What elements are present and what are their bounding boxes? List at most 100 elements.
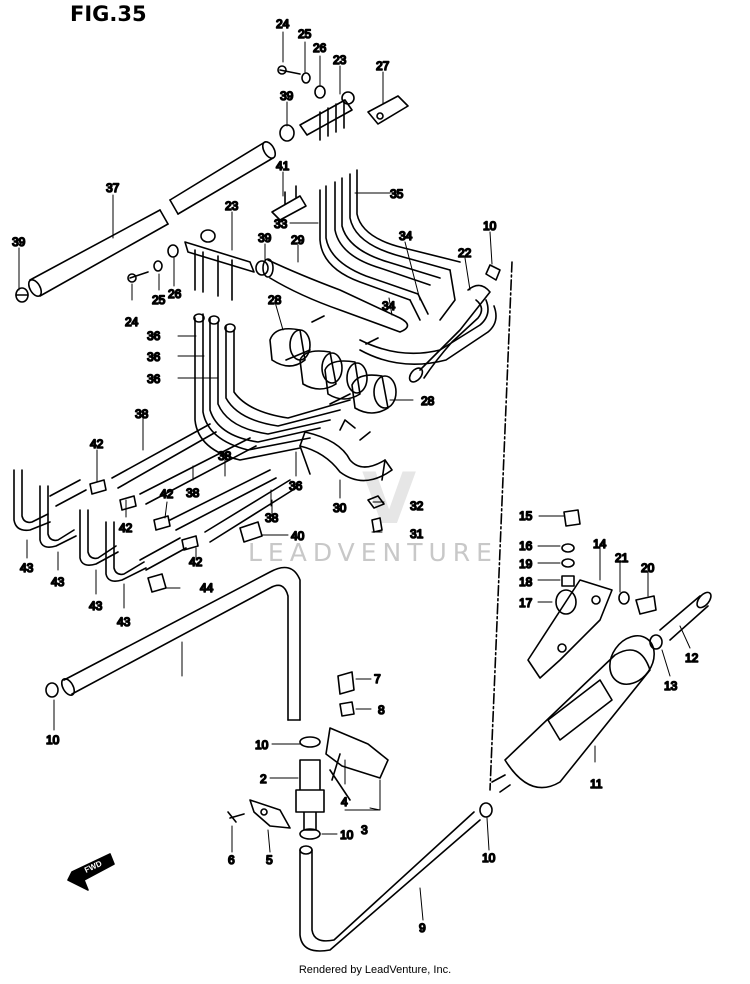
callout-18: 18	[519, 575, 533, 589]
clamp-13	[649, 634, 663, 650]
callout-23: 23	[225, 199, 239, 213]
hoses-33-35	[319, 169, 461, 321]
washer-32	[367, 495, 385, 509]
callout-36: 36	[147, 350, 161, 364]
callout-27: 27	[376, 59, 390, 73]
grommet-17	[555, 589, 577, 615]
callout-39: 39	[12, 235, 26, 249]
clamp-39-left	[15, 287, 29, 303]
callout-11: 11	[590, 777, 603, 791]
callout-39: 39	[258, 231, 272, 245]
callout-38: 38	[265, 511, 279, 525]
hose-37	[27, 141, 277, 297]
callout-36: 36	[147, 329, 161, 343]
callout-19: 19	[519, 557, 533, 571]
valves-28	[269, 315, 397, 414]
callout-41: 41	[276, 159, 290, 173]
bolt-6	[227, 811, 245, 823]
joints-42	[89, 479, 199, 551]
callout-5: 5	[266, 853, 273, 867]
washer-21	[618, 591, 630, 605]
callout-40: 40	[291, 529, 305, 543]
callout-8: 8	[378, 703, 385, 717]
callout-36: 36	[289, 479, 303, 493]
clamp-10-b	[299, 828, 321, 840]
callout-38: 38	[186, 486, 200, 500]
callout-32: 32	[410, 499, 424, 513]
clip-44	[147, 573, 167, 593]
clamp-10-c	[479, 802, 493, 818]
callout-29: 29	[291, 233, 305, 247]
watermark-text: LEADVENTURE	[248, 538, 498, 567]
callout-4: 4	[341, 795, 348, 809]
hose-12	[659, 591, 712, 641]
bolt-15	[563, 509, 581, 527]
callout-13: 13	[664, 679, 678, 693]
bracket-27	[367, 95, 409, 125]
callout-43: 43	[89, 599, 103, 613]
fitting-2	[295, 759, 325, 831]
bolt-24-middle	[127, 271, 149, 283]
callout-10: 10	[340, 828, 354, 842]
callout-24: 24	[276, 17, 290, 31]
callout-7: 7	[374, 672, 381, 686]
clamp-10-upper-right	[485, 264, 501, 281]
clamp-39-middle	[255, 260, 269, 276]
callout-37: 37	[106, 181, 120, 195]
hose-22	[359, 284, 497, 383]
callout-21: 21	[615, 551, 629, 565]
joint-23-upper	[299, 91, 355, 141]
callout-36: 36	[147, 372, 161, 386]
hose-29	[262, 258, 409, 333]
callout-25: 25	[152, 293, 166, 307]
callout-10: 10	[482, 851, 496, 865]
callout-42: 42	[90, 437, 104, 451]
callout-42: 42	[119, 521, 133, 535]
collar-18	[561, 575, 575, 587]
clip-40	[239, 521, 263, 543]
callout-43: 43	[20, 561, 34, 575]
washer-19	[561, 558, 575, 568]
callout-20: 20	[641, 561, 655, 575]
callout-10: 10	[483, 219, 497, 233]
bracket-4	[325, 727, 389, 801]
bolt-24-upper	[277, 65, 301, 75]
hoses-38	[49, 423, 297, 571]
callout-28: 28	[268, 293, 282, 307]
nut-8	[339, 701, 355, 717]
callout-3: 3	[361, 823, 368, 837]
callout-43: 43	[117, 615, 131, 629]
footer-credit: Rendered by LeadVenture, Inc.	[298, 964, 452, 976]
washer-25-middle	[153, 260, 163, 272]
callout-43: 43	[51, 575, 65, 589]
joint-23-middle	[184, 229, 255, 301]
callout-9: 9	[419, 921, 426, 935]
callout-23: 23	[333, 53, 347, 67]
figure-title: FIG.35	[70, 2, 147, 26]
callout-26: 26	[168, 287, 182, 301]
callout-42: 42	[160, 487, 174, 501]
callout-numbers: 24 25 26 23 27 39 37 41 35 33 23 39 29 3…	[11, 16, 699, 936]
clamp-10-a	[299, 736, 321, 748]
callout-14: 14	[593, 537, 607, 551]
clamp-39-upper	[279, 124, 295, 142]
callout-42: 42	[189, 555, 203, 569]
callout-16: 16	[519, 539, 533, 553]
washer-26-middle	[167, 244, 179, 258]
bracket-14	[527, 579, 613, 679]
callout-22: 22	[458, 246, 472, 260]
hose-lower-left	[60, 566, 301, 721]
callout-38: 38	[218, 449, 232, 463]
callout-17: 17	[519, 596, 533, 610]
hose-9	[299, 811, 481, 952]
clip-41	[271, 185, 307, 221]
callout-24: 24	[125, 315, 139, 329]
callout-31: 31	[410, 527, 424, 541]
callout-30: 30	[333, 501, 347, 515]
bolt-20	[635, 595, 657, 615]
callout-34: 34	[399, 229, 413, 243]
frame-reference-line	[489, 261, 513, 791]
washer-26-upper	[314, 85, 326, 99]
callout-34: 34	[382, 299, 396, 313]
